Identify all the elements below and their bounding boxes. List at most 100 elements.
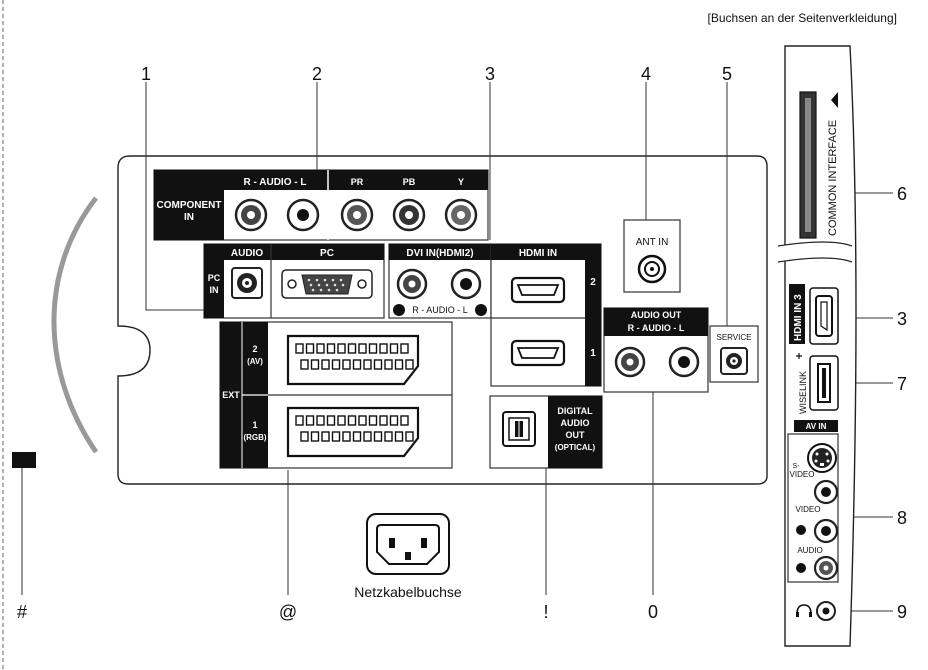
dvi-audio-group: DVI IN(HDMI2) R - AUDIO - L bbox=[388, 243, 492, 319]
component-pr-label: PR bbox=[351, 177, 364, 187]
hdmi-2-port[interactable] bbox=[510, 276, 566, 304]
audio-out-group: AUDIO OUT R - AUDIO - L bbox=[603, 307, 709, 393]
audio-l-jack[interactable] bbox=[813, 518, 839, 544]
hdmi-1-port[interactable] bbox=[510, 339, 566, 367]
callout-4: 4 bbox=[641, 64, 651, 84]
component-audio-label: R - AUDIO - L bbox=[244, 177, 307, 188]
scart-pin bbox=[300, 431, 309, 442]
headphone-jack[interactable] bbox=[816, 601, 836, 621]
usb-icon bbox=[796, 353, 802, 359]
component-y-jack[interactable] bbox=[444, 198, 478, 232]
component-audio-r-jack[interactable] bbox=[234, 198, 268, 232]
ext-scart-group: EXT 2 (AV) 1 (RGB) bbox=[219, 321, 453, 469]
pc-audio-label: AUDIO bbox=[231, 248, 263, 259]
pc-audio-jack[interactable] bbox=[231, 267, 263, 299]
scart-pin bbox=[363, 359, 372, 370]
callout-hash: # bbox=[17, 602, 27, 622]
scart-pin bbox=[347, 415, 357, 426]
scart-pin bbox=[352, 359, 362, 370]
rl-indicator-dot bbox=[393, 304, 405, 316]
callout-7: 7 bbox=[897, 374, 907, 394]
hdmi3-label: HDMI IN 3 bbox=[793, 294, 804, 341]
component-title-1: COMPONENT bbox=[157, 200, 222, 211]
optical-line3: OUT bbox=[566, 430, 586, 440]
scart-pin bbox=[295, 343, 304, 354]
component-pr-jack[interactable] bbox=[340, 198, 374, 232]
ant-in-group: ANT IN bbox=[623, 219, 681, 293]
hdmi-port2-num: 2 bbox=[590, 277, 596, 288]
vga-port[interactable] bbox=[281, 269, 373, 299]
ext-av-label: (AV) bbox=[247, 357, 263, 366]
video-label: VIDEO bbox=[796, 505, 821, 514]
power-socket-label: Netzkabelbuchse bbox=[354, 584, 462, 600]
ant-in-jack[interactable] bbox=[637, 254, 667, 284]
audio-out-r-jack[interactable] bbox=[614, 346, 646, 378]
scart-pin bbox=[358, 415, 367, 426]
rl-indicators bbox=[393, 304, 487, 316]
ext-title: EXT bbox=[222, 390, 240, 400]
scart-pin bbox=[316, 415, 325, 426]
component-pb-label: PB bbox=[403, 177, 416, 187]
scart-pin bbox=[384, 431, 393, 442]
scart-pin bbox=[305, 343, 315, 354]
pc-in-title-1: PC bbox=[208, 273, 221, 283]
wiselink-usb-port[interactable] bbox=[809, 355, 839, 411]
dvi-audio-r-jack[interactable] bbox=[396, 268, 428, 300]
service-label: SERVICE bbox=[717, 333, 752, 342]
scart-pin bbox=[394, 359, 404, 370]
av-in-label-box bbox=[794, 420, 838, 432]
service-jack[interactable] bbox=[720, 347, 748, 375]
ext-rgb-num: 1 bbox=[252, 420, 257, 430]
scart-pin bbox=[342, 431, 351, 442]
ext-rgb-label: (RGB) bbox=[243, 433, 266, 442]
scart-pin bbox=[310, 431, 320, 442]
marker-block bbox=[12, 452, 36, 468]
s-video-jack[interactable] bbox=[807, 443, 837, 473]
scart-pin bbox=[394, 431, 404, 442]
headphone-icon bbox=[796, 604, 812, 615]
ext-av-num: 2 bbox=[252, 344, 257, 354]
video-jack[interactable] bbox=[813, 479, 839, 505]
component-audio-l-jack[interactable] bbox=[286, 198, 320, 232]
pc-label: PC bbox=[320, 248, 334, 259]
hdmi3-label-box: HDMI IN 3 bbox=[789, 284, 805, 344]
s-video-label-2: VIDEO bbox=[790, 470, 815, 479]
power-socket[interactable] bbox=[366, 513, 450, 575]
scart-pin bbox=[400, 343, 409, 354]
scart-pin bbox=[363, 431, 372, 442]
dvi-audio-l-jack[interactable] bbox=[450, 268, 482, 300]
callout-zero: 0 bbox=[648, 602, 658, 622]
scart-pin bbox=[321, 359, 330, 370]
service-group: SERVICE bbox=[709, 325, 759, 383]
component-title-2: IN bbox=[184, 212, 194, 223]
hdmi-in-group: HDMI IN 2 1 bbox=[490, 243, 602, 387]
scart-pin bbox=[342, 359, 351, 370]
scart-pin bbox=[405, 359, 414, 370]
audio-r-jack[interactable] bbox=[813, 555, 839, 581]
scart-pin bbox=[379, 343, 388, 354]
component-pb-jack[interactable] bbox=[392, 198, 426, 232]
callout-2: 2 bbox=[312, 64, 322, 84]
hdmi3-port[interactable] bbox=[809, 287, 839, 345]
side-panel-break bbox=[778, 242, 852, 262]
scart-pin bbox=[321, 431, 330, 442]
component-in-group: COMPONENT IN R - AUDIO - L PR PB Y bbox=[153, 169, 489, 241]
scart-pin bbox=[379, 415, 388, 426]
callout-at: @ bbox=[279, 602, 297, 622]
ant-in-label: ANT IN bbox=[636, 237, 669, 248]
scart-pin bbox=[368, 343, 378, 354]
audio-out-l-jack[interactable] bbox=[668, 346, 700, 378]
callout-3: 3 bbox=[485, 64, 495, 84]
scart-pin bbox=[400, 415, 409, 426]
scart-pin bbox=[326, 343, 336, 354]
callout-6: 6 bbox=[897, 184, 907, 204]
scart-pin bbox=[316, 343, 325, 354]
scart-pin bbox=[358, 343, 367, 354]
common-interface-label: COMMON INTERFACE bbox=[827, 120, 839, 236]
scart-pin bbox=[389, 343, 399, 354]
audio-side-label: AUDIO bbox=[797, 546, 822, 555]
scart-pin bbox=[373, 431, 383, 442]
optical-port[interactable] bbox=[502, 411, 536, 447]
common-interface-slot[interactable] bbox=[799, 91, 817, 239]
